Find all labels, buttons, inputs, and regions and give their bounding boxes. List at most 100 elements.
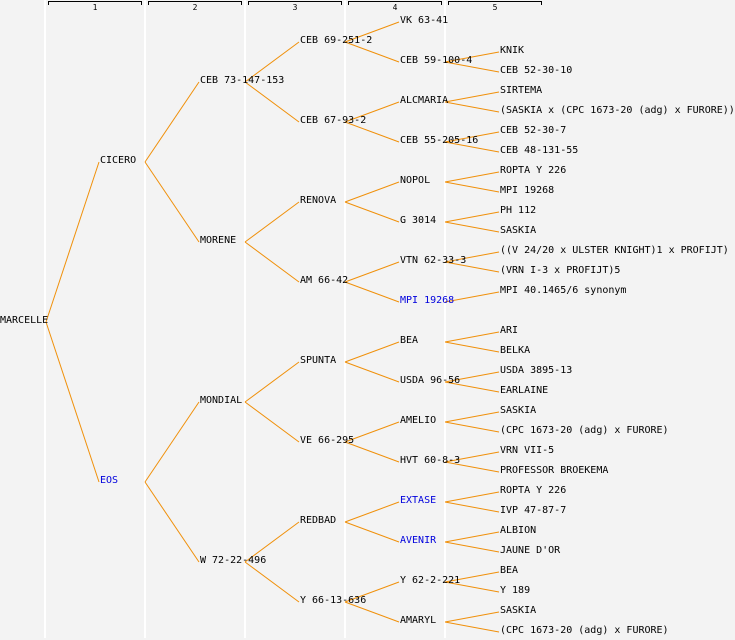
pedigree-node-gen-5: CEB 48-131-55 — [500, 145, 579, 156]
pedigree-link-line — [444, 341, 500, 353]
pedigree-link-line — [344, 21, 400, 43]
pedigree-node-gen-4: ALCMARIA — [400, 95, 449, 106]
pedigree-link-line — [444, 51, 500, 63]
pedigree-link-line — [444, 171, 500, 183]
pedigree-link-line — [244, 521, 300, 563]
pedigree-link-line — [444, 531, 500, 543]
pedigree-node-gen-5: IVP 47-87-7 — [500, 505, 567, 516]
pedigree-link-line — [344, 441, 400, 463]
pedigree-node-gen-4[interactable]: AVENIR — [400, 535, 437, 546]
column-divider — [344, 0, 346, 638]
pedigree-link-line — [244, 81, 300, 123]
pedigree-node-gen-1[interactable]: EOS — [100, 475, 119, 486]
pedigree-link-line — [344, 601, 400, 623]
pedigree-link-line — [444, 581, 500, 593]
pedigree-node-gen-4: Y 62-2-221 — [400, 575, 461, 586]
generation-number: 4 — [392, 3, 398, 12]
pedigree-node-gen-3: SPUNTA — [300, 355, 337, 366]
pedigree-link-line — [344, 121, 400, 143]
pedigree-node-gen-4[interactable]: MPI 19268 — [400, 295, 455, 306]
pedigree-node-gen-4: AMARYL — [400, 615, 437, 626]
pedigree-node-gen-5: JAUNE D'OR — [500, 545, 561, 556]
pedigree-node-gen-4: G 3014 — [400, 215, 437, 226]
pedigree-node-gen-5: (CPC 1673-20 (adg) x FURORE) — [500, 425, 669, 436]
pedigree-link-line — [444, 451, 500, 463]
pedigree-node-gen-5: MPI 19268 — [500, 185, 555, 196]
generation-header-3: 3 — [248, 0, 342, 12]
pedigree-node-gen-5: ((V 24/20 x ULSTER KNIGHT)1 x PROFIJT) — [500, 245, 729, 256]
generation-number: 2 — [192, 3, 198, 12]
pedigree-link-line — [344, 501, 400, 523]
pedigree-link-line — [45, 161, 100, 323]
pedigree-link-line — [444, 221, 500, 233]
pedigree-link-line — [444, 211, 500, 223]
pedigree-node-gen-5: (SASKIA x (CPC 1673-20 (adg) x FURORE)) — [500, 105, 735, 116]
pedigree-node-gen-5: SASKIA — [500, 605, 537, 616]
pedigree-node-gen-5: SIRTEMA — [500, 85, 543, 96]
pedigree-link-line — [444, 571, 500, 583]
pedigree-link-line — [344, 361, 400, 383]
pedigree-node-gen-5: VRN VII-5 — [500, 445, 555, 456]
pedigree-node-gen-5: PH 112 — [500, 205, 537, 216]
pedigree-node-gen-5: MPI 40.1465/6 synonym — [500, 285, 627, 296]
pedigree-link-line — [344, 101, 400, 123]
pedigree-link-line — [444, 411, 500, 423]
pedigree-node-gen-2: MORENE — [200, 235, 237, 246]
pedigree-link-line — [344, 521, 400, 543]
pedigree-node-gen-5: (CPC 1673-20 (adg) x FURORE) — [500, 625, 669, 636]
pedigree-link-line — [244, 201, 300, 243]
pedigree-link-line — [444, 261, 500, 273]
column-divider — [44, 0, 46, 638]
generation-bracket — [348, 1, 442, 5]
pedigree-link-line — [344, 41, 400, 63]
pedigree-link-line — [444, 61, 500, 73]
pedigree-links — [45, 21, 500, 633]
pedigree-node-gen-5: CEB 52-30-7 — [500, 125, 567, 136]
pedigree-node-gen-4: CEB 55-205-16 — [400, 135, 479, 146]
generation-number: 1 — [92, 3, 98, 12]
pedigree-node-gen-5: KNIK — [500, 45, 525, 56]
pedigree-node-gen-5: SASKIA — [500, 225, 537, 236]
pedigree-link-line — [444, 611, 500, 623]
pedigree-node-gen-5: BELKA — [500, 345, 531, 356]
pedigree-link-line — [444, 461, 500, 473]
pedigree-node-gen-3: CEB 67-93-2 — [300, 115, 367, 126]
pedigree-link-line — [444, 501, 500, 513]
generation-bracket — [48, 1, 142, 5]
pedigree-link-line — [45, 321, 100, 483]
generation-bracket — [448, 1, 542, 5]
generation-header-2: 2 — [148, 0, 242, 12]
column-divider — [144, 0, 146, 638]
pedigree-link-line — [144, 81, 200, 163]
pedigree-link-line — [344, 201, 400, 223]
pedigree-link-line — [344, 341, 400, 363]
pedigree-node-gen-2: CEB 73-147-153 — [200, 75, 285, 86]
pedigree-node-gen-4: HVT 60-8-3 — [400, 455, 461, 466]
pedigree-node-gen-5: BEA — [500, 565, 519, 576]
pedigree-node-gen-4: VK 63-41 — [400, 15, 449, 26]
pedigree-node-gen-5: USDA 3895-13 — [500, 365, 573, 376]
pedigree-node-gen-2: W 72-22-496 — [200, 555, 267, 566]
pedigree-link-line — [444, 131, 500, 143]
pedigree-node-gen-5: ALBION — [500, 525, 537, 536]
pedigree-node-gen-4[interactable]: EXTASE — [400, 495, 437, 506]
pedigree-node-gen-3: VE 66-295 — [300, 435, 355, 446]
column-divider — [244, 0, 246, 638]
pedigree-link-line — [244, 241, 300, 283]
generation-number: 5 — [492, 3, 498, 12]
generation-header-5: 5 — [448, 0, 542, 12]
pedigree-link-line — [444, 91, 500, 103]
pedigree-link-line — [444, 381, 500, 393]
pedigree-link-line — [444, 491, 500, 503]
pedigree-link-line — [244, 561, 300, 603]
pedigree-node-gen-4: CEB 59-100-4 — [400, 55, 473, 66]
pedigree-node-gen-5: ROPTA Y 226 — [500, 485, 567, 496]
pedigree-link-line — [244, 361, 300, 403]
pedigree-node-gen-3: CEB 69-251-2 — [300, 35, 373, 46]
pedigree-node-gen-4: AMELIO — [400, 415, 437, 426]
pedigree-link-line — [444, 421, 500, 433]
pedigree-link-line — [444, 621, 500, 633]
pedigree-link-line — [444, 141, 500, 153]
pedigree-link-line — [444, 331, 500, 343]
pedigree-node-gen-3: AM 66-42 — [300, 275, 349, 286]
